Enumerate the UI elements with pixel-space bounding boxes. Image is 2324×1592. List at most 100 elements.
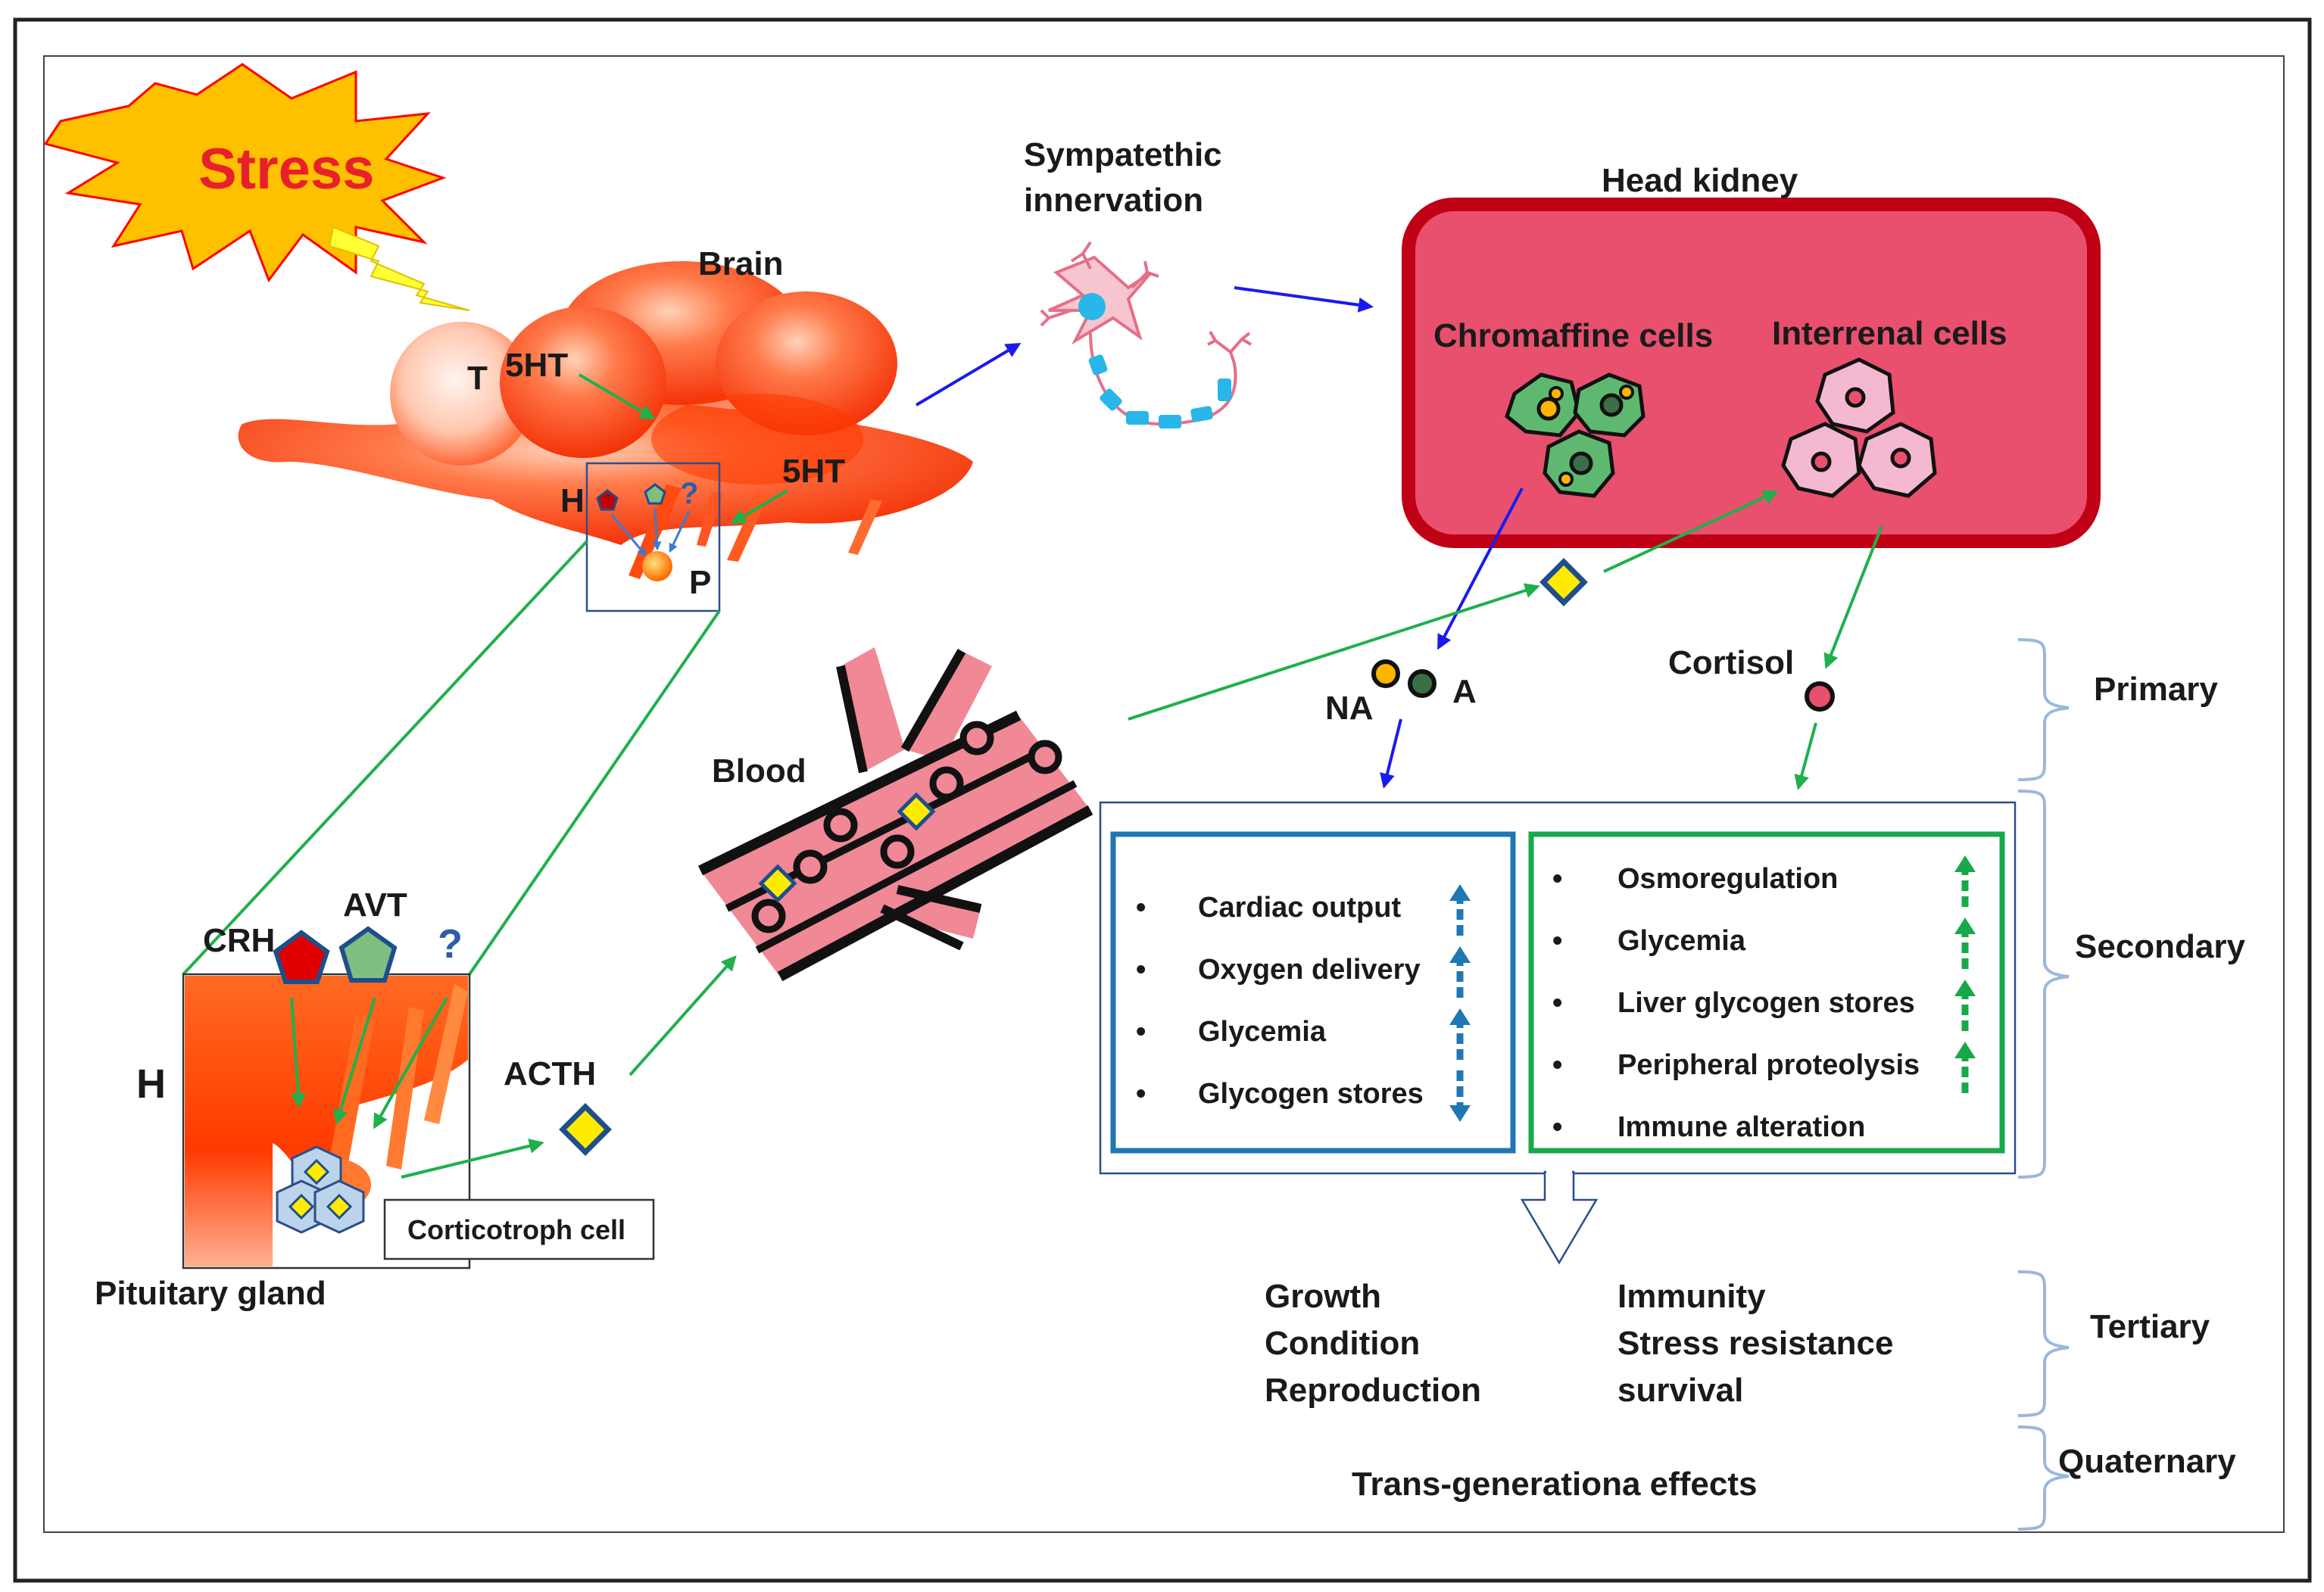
acth-to-interrenal-arrow <box>1603 490 1779 573</box>
serotonin-arrow-2 <box>730 489 789 525</box>
acth-to-blood-arrow <box>629 955 737 1076</box>
corticotroph-cluster <box>276 1145 365 1234</box>
acth-label: ACTH <box>504 1055 597 1092</box>
pituitary-small-icon <box>642 551 672 581</box>
pituitary-to-acth-arrow <box>401 1139 544 1179</box>
zoom-line-left <box>182 540 588 976</box>
primary-label: Primary <box>2094 671 2218 708</box>
quaternary-effect: Trans-generationa effects <box>1352 1466 1758 1503</box>
hypothalamus-small-label: H <box>560 482 585 519</box>
increase-arrow-icon <box>1954 855 1976 907</box>
cortisol-to-effects-arrow <box>1794 722 1817 790</box>
increase-arrow-icon <box>1449 946 1471 998</box>
serotonin-label-2: 5HT <box>782 453 846 490</box>
blood-label: Blood <box>712 752 806 790</box>
pituitary-small-label: P <box>689 564 712 601</box>
lightning-bolt <box>328 226 470 311</box>
crh-small-icon <box>596 489 619 511</box>
pituitary-gland-label: Pituitary gland <box>95 1275 326 1312</box>
cortisol-effect: Glycemia <box>1617 925 1745 957</box>
unknown-arrow <box>373 997 448 1129</box>
brace-secondary <box>2017 790 2070 1179</box>
small-arrow-3 <box>669 510 691 553</box>
catecholamine-effect: Glycemia <box>1198 1016 1326 1048</box>
hypothalamus-label: H <box>136 1061 166 1107</box>
quaternary-label: Quaternary <box>2058 1443 2236 1480</box>
corticotroph-label-box <box>383 1198 655 1260</box>
tertiary-outcome: Growth <box>1265 1278 1381 1315</box>
catecholamine-effect: Oxygen delivery <box>1198 954 1421 986</box>
stress-burst <box>43 63 447 283</box>
cortisol-effects-box <box>1528 831 2005 1154</box>
sympathetic-label: Sympatethic innervation <box>1024 136 1222 219</box>
catecholamine-effect: Cardiac output <box>1198 892 1402 924</box>
corticotroph-cell-label: Corticotroph cell <box>407 1214 626 1245</box>
blood-vessel <box>697 647 1093 982</box>
acth-icon <box>559 1103 612 1156</box>
cortisol-effect: Liver glycogen stores <box>1617 987 1915 1019</box>
secondary-label: Secondary <box>2075 928 2245 965</box>
small-arrow-2 <box>652 508 662 551</box>
increase-arrow-icon <box>1449 1008 1471 1060</box>
noradrenaline-icon <box>1371 659 1400 688</box>
interrenal-cells-icon <box>1781 357 1937 498</box>
chromaffine-cells-icon <box>1505 372 1646 498</box>
decrease-arrow-icon <box>1449 1070 1471 1122</box>
cortisol-effect: Immune alteration <box>1617 1111 1866 1143</box>
interrenal-cells-label: Interrenal cells <box>1772 315 2007 352</box>
tertiary-outcome: survival <box>1617 1372 1744 1409</box>
crh-icon <box>273 930 330 984</box>
cortisol-effect: Peripheral proteolysis <box>1617 1049 1920 1081</box>
tertiary-outcome: Immunity <box>1617 1278 1766 1315</box>
cortisol-label: Cortisol <box>1668 644 1795 681</box>
increase-arrow-icon <box>1954 918 1976 969</box>
catecholamine-effect: Glycogen stores <box>1198 1078 1424 1110</box>
brace-tertiary <box>2017 1270 2070 1417</box>
avt-arrow <box>333 997 376 1125</box>
cortisol-effect: Osmoregulation <box>1617 863 1839 895</box>
brace-quaternary <box>2017 1425 2070 1531</box>
increase-arrow-icon <box>1954 1042 1976 1093</box>
interrenal-to-cortisol-arrow <box>1823 525 1883 669</box>
head-kidney-label: Head kidney <box>1602 162 1798 199</box>
outcome-hollow-arrow <box>1520 1170 1599 1265</box>
tertiary-outcome: Reproduction <box>1265 1372 1481 1409</box>
adrenaline-icon <box>1408 669 1437 698</box>
inner-frame <box>43 55 2285 1533</box>
chromaffine-to-catecholamines-arrow <box>1437 488 1524 650</box>
tertiary-outcome: Stress resistance <box>1617 1325 1894 1362</box>
crh-label: CRH <box>203 922 276 959</box>
avt-small-icon <box>644 483 666 505</box>
pituitary-zoom-image <box>185 976 468 1266</box>
increase-arrow-icon <box>1449 884 1471 936</box>
avt-label: AVT <box>343 886 407 924</box>
tertiary-outcome: Condition <box>1265 1325 1421 1362</box>
hypothalamus-zoom-box <box>585 462 721 612</box>
telencephalon-label: T <box>467 360 488 397</box>
avt-icon <box>338 926 398 983</box>
crh-arrow <box>290 997 306 1108</box>
unknown-small-label: ? <box>680 477 699 510</box>
small-arrow-1 <box>610 514 647 556</box>
catecholamines-to-effects-arrow <box>1380 718 1402 789</box>
noradrenaline-label: NA <box>1325 690 1374 727</box>
head-kidney <box>1402 198 2101 548</box>
neuron-icon <box>1040 241 1252 428</box>
zoom-line-right <box>468 609 721 976</box>
outer-frame <box>13 17 2312 1583</box>
brain-illustration <box>238 261 973 579</box>
stress-label: Stress <box>198 137 375 201</box>
brace-primary <box>2017 638 2070 781</box>
acth-kidney-icon <box>1539 558 1588 606</box>
serotonin-arrow-1 <box>578 373 656 420</box>
chromaffine-cells-label: Chromaffine cells <box>1433 317 1714 354</box>
catecholamine-effects-box <box>1110 831 1516 1154</box>
serotonin-label-1: 5HT <box>505 347 569 384</box>
brain-label: Brain <box>698 245 784 282</box>
tertiary-label: Tertiary <box>2090 1308 2210 1345</box>
brain-to-neuron-arrow <box>915 342 1022 407</box>
blood-to-acth-arrow <box>1128 583 1540 721</box>
adrenaline-label: A <box>1452 673 1477 710</box>
neuron-to-kidney-arrow <box>1234 286 1374 313</box>
